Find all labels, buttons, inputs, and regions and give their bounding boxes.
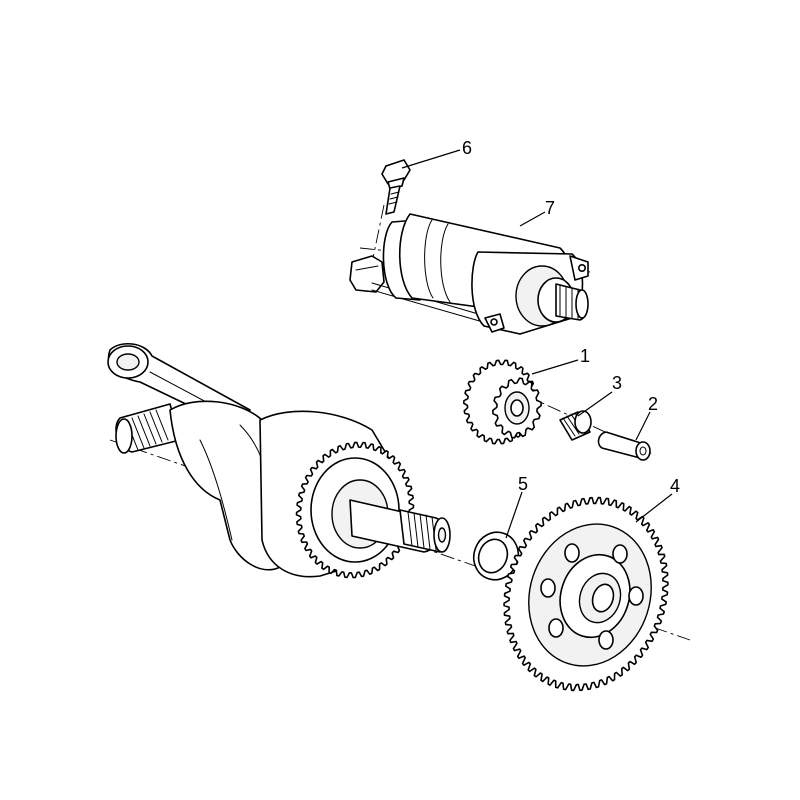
callout-4: 4: [670, 476, 680, 496]
washer-part: [472, 531, 520, 581]
bolt-part: [381, 159, 411, 215]
crankshaft-assembly: [107, 343, 451, 579]
callout-2: 2: [648, 394, 658, 414]
shaft-pin-part: [597, 431, 651, 461]
callout-6: 6: [462, 138, 472, 158]
needle-bearing-part: [559, 410, 592, 441]
callout-1: 1: [580, 346, 590, 366]
leader-lines: [401, 149, 673, 539]
callout-7: 7: [545, 198, 555, 218]
ring-gear-part: [503, 496, 669, 692]
callout-labels: 1 2 3 4 5 6 7: [462, 138, 680, 496]
idler-gear-part: [463, 359, 542, 445]
starter-motor-part: [349, 213, 589, 335]
callout-3: 3: [612, 373, 622, 393]
callout-5: 5: [518, 474, 528, 494]
